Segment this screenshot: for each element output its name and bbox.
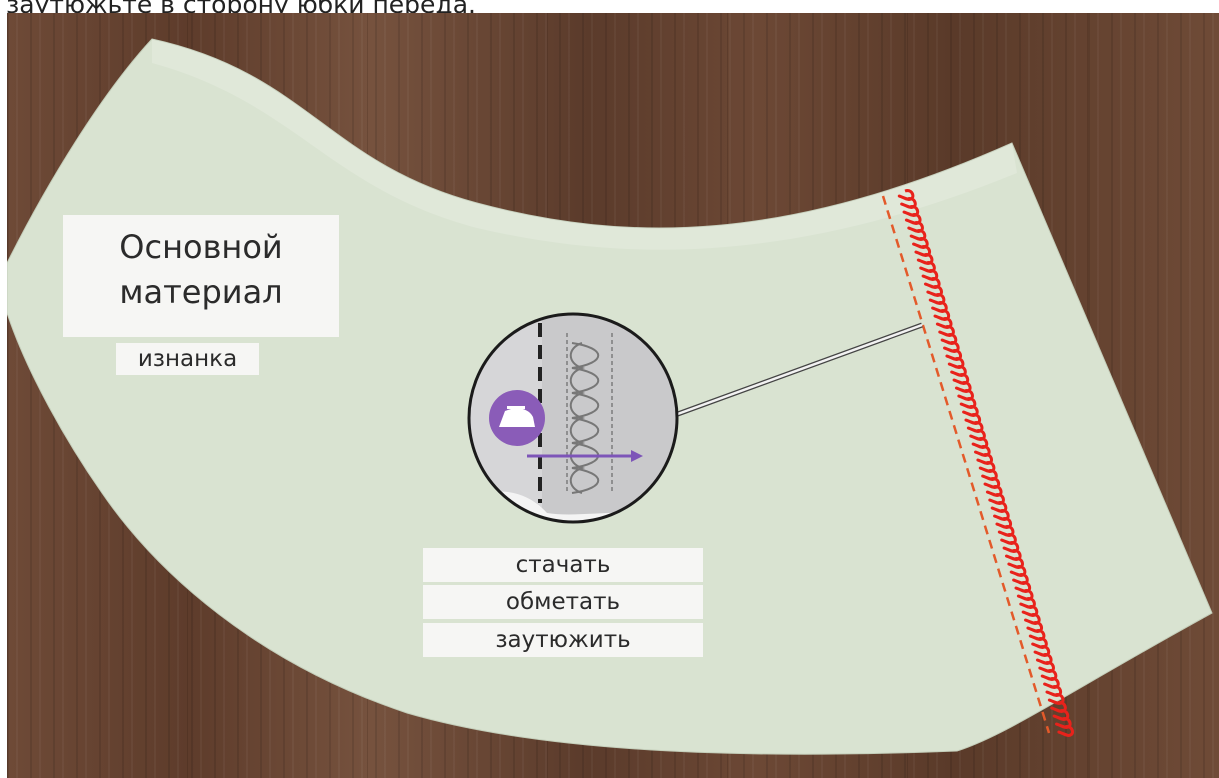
fabric-photo (7, 13, 1219, 778)
main-material-line1: Основной (63, 225, 339, 270)
fabric-illustration (7, 13, 1219, 778)
main-material-label: Основной материал (63, 215, 339, 337)
wrong-side-label: изнанка (116, 343, 259, 375)
main-material-line2: материал (63, 270, 339, 315)
step-overcast: обметать (423, 585, 703, 619)
step-press: заутюжить (423, 623, 703, 657)
step-stitch: стачать (423, 548, 703, 582)
